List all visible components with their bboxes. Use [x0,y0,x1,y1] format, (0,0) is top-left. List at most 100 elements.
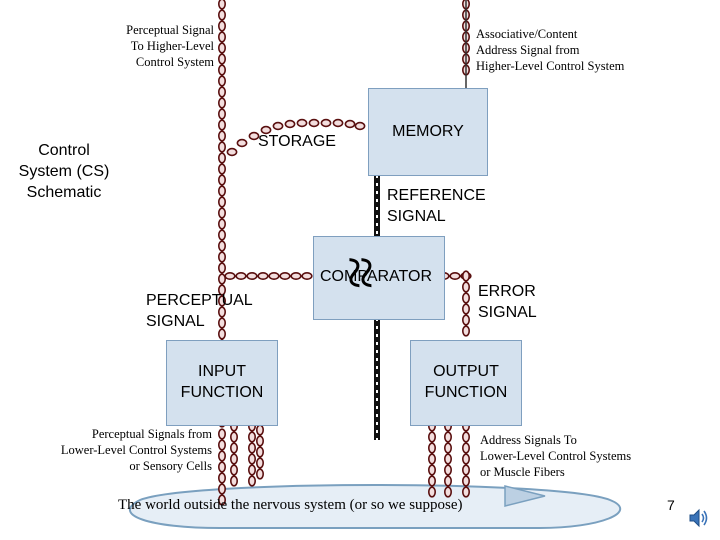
axon-bead [218,119,227,131]
axon-bead [461,270,470,282]
perceptual-signal-line-2: SIGNAL [146,313,205,330]
axon-bead [218,0,226,10]
caption-perceptual-lower: Perceptual Signals from Lower-Level Cont… [30,426,212,474]
slide-number: 7 [667,497,675,513]
axon-bead [248,453,257,465]
axon-bead [461,464,470,476]
axon-bead [279,271,291,280]
axon-bead [301,271,313,280]
axon-bead [218,251,227,263]
axon-bead [236,138,248,148]
axon-bead [260,125,272,135]
axon-bead [461,431,470,443]
input-function-line: FUNCTION [180,384,264,401]
axon-bead [218,130,227,142]
axon-bead [218,196,227,208]
axon-bead [443,464,452,476]
caption-line: Associative/Content [476,27,578,41]
storage-label: STORAGE [258,133,336,150]
axon-bead [218,317,227,329]
axon-bead [248,442,257,454]
speaker-icon[interactable] [687,506,711,530]
caption-line: Higher-Level Control System [476,59,625,73]
axon-bead [218,86,227,98]
axon-bead [461,292,470,304]
axon-bead [427,453,436,465]
axon-bead [218,42,227,54]
axon-bead [427,442,436,454]
axon-bead [218,174,227,186]
axon-bead [443,486,452,498]
axon-bead [272,121,284,131]
reference-signal-label: REFERENCE SIGNAL [387,185,486,227]
comparator-label: COMPARATOR [320,268,433,285]
caption-line: or Muscle Fibers [480,465,565,479]
axon-bead [230,453,239,465]
axon-bead [255,435,264,447]
axon-bead [218,97,227,109]
axon-bead [218,141,227,153]
axon-bead [255,468,264,480]
axon-bead [320,118,332,128]
axon-bead [354,121,366,131]
axon-bead [218,218,227,230]
axon-bead [218,273,227,285]
axon-bead [218,483,227,495]
caption-line: Lower-Level Control Systems [480,449,632,463]
axon-bead [218,450,227,462]
axon-bead [218,284,227,296]
axon-bead [248,131,260,141]
axon-bead [427,431,436,443]
caption-line: To Higher-Level [130,39,214,53]
title-line-1: Control [38,142,90,159]
axon-bead [443,431,452,443]
axon-bead [218,20,227,32]
input-function-line: INPUT [198,363,246,380]
axon-bead [461,281,470,293]
axon-bead [230,442,239,454]
axon-bead [248,475,257,487]
axon-bead [218,295,227,307]
axon-bead [296,118,308,128]
axon-bead [218,472,227,484]
axon-bead [218,64,227,76]
comparator-box: ≈ [313,236,445,320]
title-line-3: Schematic [26,184,102,201]
perceptual-signal-line-1: PERCEPTUAL [146,292,253,309]
axon-bead [226,147,238,157]
input-function-label: INPUT FUNCTION [167,361,277,403]
output-function-box: OUTPUT FUNCTION [410,340,522,426]
axon-bead [255,457,264,469]
caption-line: Lower-Level Control Systems [60,443,212,457]
axon-bead [443,475,452,487]
axon-bead [218,439,227,451]
axon-bead [443,442,452,454]
axon-bead [461,453,470,465]
axon-bead [218,53,227,65]
axon-bead [268,271,280,280]
axon-bead [235,271,247,280]
axon-bead [218,207,227,219]
axon-bead [290,271,302,280]
axon-bead [218,108,227,120]
axon-bead [427,464,436,476]
caption-line: Address Signal from [476,43,580,57]
axon-bead [427,486,436,498]
caption-line: Perceptual Signal [126,23,214,37]
axon-bead [218,31,227,43]
axon-bead [224,271,236,280]
output-function-line: FUNCTION [424,384,508,401]
axon-bead [461,303,470,315]
output-function-label: OUTPUT FUNCTION [411,361,521,403]
axon-bead [461,486,470,498]
axon-bead [255,424,264,436]
axon-bead [218,461,227,473]
axon-bead [308,118,320,128]
diagram-title: Control System (CS) Schematic [8,140,120,203]
axon-bead [248,464,257,476]
output-function-line: OUTPUT [433,363,499,380]
axon-bead [248,431,257,443]
axon-bead [461,325,470,337]
axon-bead [218,328,227,340]
